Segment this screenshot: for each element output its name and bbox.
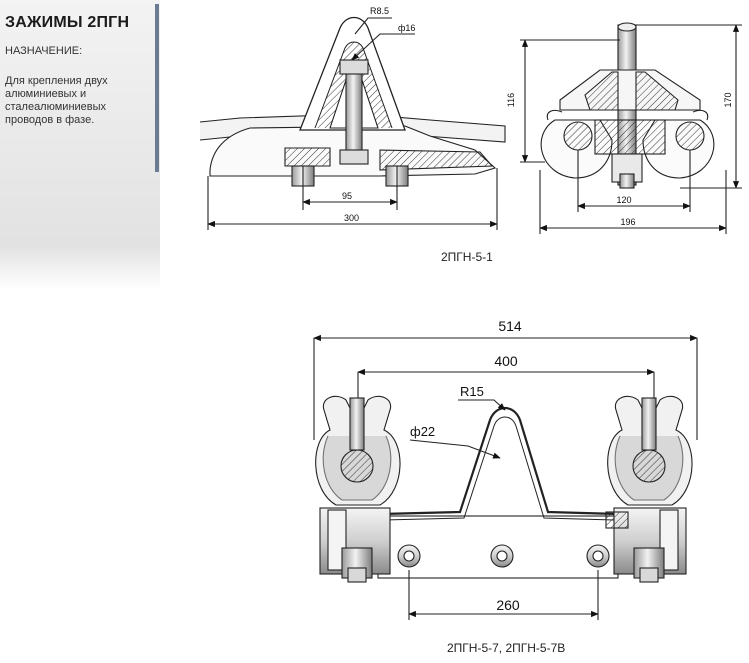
caption-bottom-drawing: 2ПГН-5-7, 2ПГН-5-7В [447,641,566,655]
dim-260: 260 [496,597,520,613]
purpose-description: Для крепления двух алюминиевых и сталеал… [5,75,108,126]
bottom-view [313,334,698,620]
dim-120: 120 [616,195,631,205]
dim-116: 116 [506,93,516,107]
dim-196: 196 [620,217,635,227]
dim-400: 400 [494,353,518,369]
dim-95: 95 [342,191,352,201]
dim-r85: R8.5 [370,6,389,16]
page-title: ЗАЖИМЫ 2ПГН [5,14,130,31]
dim-300: 300 [344,213,359,223]
top-side-view [199,16,506,230]
dim-r15: R15 [460,384,484,399]
purpose-label: НАЗНАЧЕНИЕ: [5,45,83,57]
dim-514: 514 [498,318,522,334]
sidebar-panel [0,0,160,290]
sidebar-accent-bar [155,4,159,172]
dim-dia22: ф22 [410,424,435,439]
dim-dia16: ф16 [398,23,415,33]
caption-top-drawing: 2ПГН-5-1 [441,250,493,264]
bottom-dims: 514 400 R15 ф22 260 [410,318,522,613]
dim-170: 170 [723,92,733,107]
top-end-dims: 116 170 120 196 [506,92,733,227]
top-end-view [520,22,742,234]
top-side-dims: R8.5 ф16 95 300 [342,6,415,223]
